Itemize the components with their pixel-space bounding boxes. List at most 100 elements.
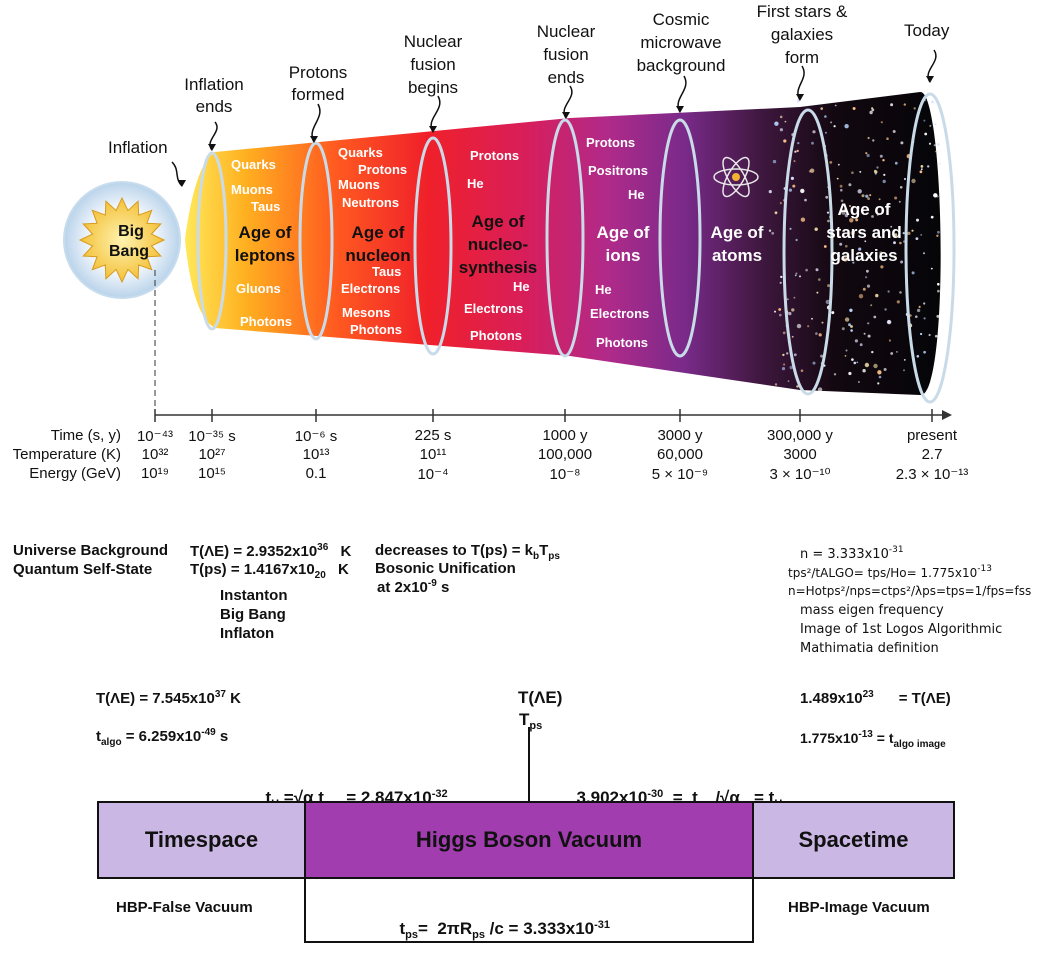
- galaxy-dot: [896, 351, 898, 353]
- quantum-self-state-label: Quantum Self-State: [13, 561, 153, 578]
- galaxy-dot: [843, 257, 848, 262]
- n-equation: n=Hotps²/nps=ctps²/λps=tps=1/fps=fss: [788, 584, 1032, 598]
- galaxy-dot: [934, 123, 937, 126]
- galaxy-dot: [779, 115, 783, 119]
- galaxy-dot: [899, 186, 903, 189]
- tick-label-time: 10⁻⁴³: [136, 428, 174, 445]
- galaxy-dot: [878, 375, 882, 379]
- axis-label-temperature: Temperature (K): [12, 446, 121, 463]
- galaxy-dot: [880, 265, 884, 269]
- galaxy-dot: [927, 165, 930, 168]
- spacetime-box: Spacetime: [752, 801, 955, 879]
- era-boundary-ellipse: [298, 141, 334, 341]
- tick-label-time: present: [906, 427, 958, 444]
- age-leptons: Age of leptons: [234, 223, 296, 265]
- particle-label: Muons: [338, 177, 380, 192]
- subscript: algo image: [893, 739, 946, 750]
- galaxy-dot: [848, 323, 851, 327]
- subscript: ps: [472, 929, 485, 941]
- subscript: ps: [548, 551, 560, 562]
- tick-label-temp: 10¹³: [302, 446, 330, 463]
- axis-label-time: Time (s, y): [50, 427, 121, 444]
- galaxy-dot: [911, 178, 916, 184]
- galaxy-dot: [841, 327, 845, 331]
- unit-s: s: [215, 728, 229, 745]
- age-ions: Age of ions: [596, 223, 650, 265]
- galaxy-dot: [936, 143, 940, 146]
- galaxy-dot: [820, 107, 823, 110]
- exponent: -31: [888, 545, 904, 555]
- higgs-boson-vacuum-box: Higgs Boson Vacuum: [304, 801, 754, 879]
- tps-relation-text: tps²/tALGO= tps/Ho= 1.775x10: [788, 566, 978, 580]
- t-symbol: t: [399, 919, 406, 938]
- tick-label-energy: 2.3 × 10⁻¹³: [895, 466, 969, 483]
- tick-label-energy: 0.1: [305, 465, 327, 482]
- era-boundary-ellipse: [413, 136, 453, 356]
- galaxy-dot: [807, 325, 810, 328]
- galaxy-dot: [774, 121, 779, 126]
- galaxy-dot: [771, 231, 775, 235]
- galaxy-dot: [867, 334, 871, 338]
- galaxy-dot: [876, 166, 879, 169]
- galaxy-dot: [843, 208, 847, 211]
- tick-label-time: 225 s: [414, 427, 452, 444]
- particle-label: Muons: [231, 182, 273, 197]
- tick-label-temp: 10¹¹: [419, 446, 447, 463]
- tick-label-time: 10⁻⁶ s: [294, 428, 338, 445]
- galaxy-dot: [903, 369, 905, 372]
- galaxy-dot: [823, 245, 827, 248]
- galaxy-dot: [811, 141, 814, 145]
- galaxy-dot: [876, 213, 879, 216]
- galaxy-dot: [797, 142, 800, 145]
- galaxy-dot: [833, 125, 836, 128]
- galaxy-dot: [900, 260, 904, 264]
- galaxy-dot: [923, 252, 925, 255]
- galaxy-dot: [788, 311, 792, 316]
- galaxy-dot: [892, 130, 896, 133]
- hbp-false-vacuum: HBP-False Vacuum: [116, 899, 253, 916]
- n-value: n = 3.333x10-31: [800, 545, 904, 562]
- galaxy-dot: [900, 141, 904, 145]
- galaxy-dot: [844, 124, 849, 129]
- tick-label-temp: 100,000: [537, 446, 593, 463]
- galaxy-dot: [800, 217, 806, 222]
- universe-background-label: Universe Background: [13, 542, 169, 559]
- big-bang-burst-icon: [78, 196, 166, 284]
- exponent: 36: [317, 542, 329, 553]
- galaxy-dot: [844, 355, 847, 357]
- right-t-algo: 1.775x10-13 = talgo image: [800, 729, 946, 750]
- tick-label-temp: 2.7: [921, 446, 943, 463]
- galaxy-dot: [852, 107, 856, 110]
- galaxy-dot: [858, 247, 862, 251]
- galaxy-dot: [864, 240, 867, 243]
- arrowhead-icon: [178, 180, 186, 187]
- right-value-2: 1.775x10: [800, 730, 859, 746]
- galaxy-dot: [855, 218, 859, 222]
- galaxy-dot: [849, 308, 853, 312]
- galaxy-dot: [793, 160, 796, 163]
- galaxy-dot: [809, 168, 815, 173]
- galaxy-dot: [812, 130, 816, 134]
- galaxy-dot: [869, 194, 872, 197]
- particle-label: He: [467, 176, 484, 191]
- galaxy-dot: [816, 291, 819, 294]
- tick-label-time: 10⁻³⁵ s: [188, 428, 236, 445]
- galaxy-dot: [884, 308, 887, 311]
- galaxy-dot: [774, 310, 776, 313]
- galaxy-dot: [830, 121, 833, 124]
- galaxy-dot: [936, 314, 940, 318]
- galaxy-dot: [893, 241, 896, 245]
- event-label-first-stars: First stars & galaxies form: [756, 2, 848, 67]
- galaxy-dot: [833, 373, 837, 376]
- galaxy-dot: [923, 119, 926, 122]
- galaxy-dot: [768, 229, 772, 232]
- galaxy-dot: [915, 315, 918, 319]
- galaxy-dot: [821, 321, 824, 324]
- over-c: /c = 3.333x10: [484, 919, 595, 938]
- galaxy-dot: [862, 287, 866, 291]
- galaxy-dot: [850, 230, 855, 236]
- galaxy-dot: [899, 291, 902, 294]
- galaxy-dot: [827, 219, 830, 223]
